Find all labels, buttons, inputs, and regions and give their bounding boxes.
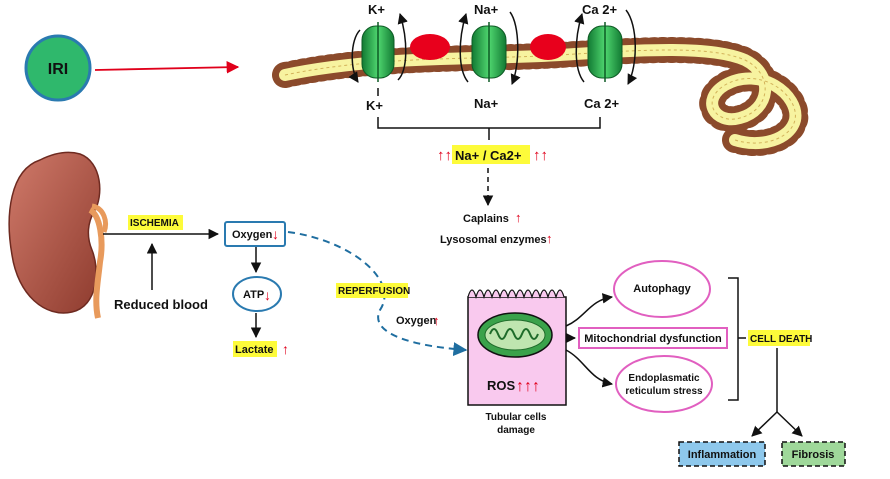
channel-ca-bottom-label: Ca 2+ [584,96,619,111]
channel-k-top-label: K+ [368,2,385,17]
fork-to-inflammation [751,411,778,437]
fibrosis-box [781,441,846,467]
er-stress-oval [615,355,713,413]
reperfusion-label: REPERFUSION [338,286,410,297]
mito-dysfunction-label: Mitochondrial dysfunction [584,333,722,345]
ros-label: ROS [487,378,516,393]
reduced-blood-label: Reduced blood [114,297,208,312]
lactate-highlight [233,341,277,357]
inflammation-label: Inflammation [688,449,757,461]
er-stress-label-line1: Endoplasmatic [628,373,700,384]
iri-arrow [94,60,240,74]
channel-k-bottom-label: K+ [366,98,383,113]
tubular-cell [467,289,567,406]
channel-na [458,11,521,85]
ros-up-arrows: ↑↑↑ [516,378,540,395]
inflammation-box [678,441,766,467]
ion-up-arrows-right: ↑↑ [533,147,548,164]
iri-label: IRI [48,61,68,78]
atp-oval [232,276,282,312]
atp-down-arrow: ↓ [264,287,271,303]
red-protein [530,34,566,60]
oxygen-box-label: Oxygen [232,229,273,241]
channel-ca-top-label: Ca 2+ [582,2,617,17]
tubular-label-line1: Tubular cells [486,412,547,423]
reperfusion-curve [287,231,468,357]
ion-up-arrows-left: ↑↑ [437,147,452,164]
cell-death-highlight [748,330,810,346]
autophagy-oval [613,260,711,318]
autophagy-label: Autophagy [633,283,691,295]
calpains-label: Caplains [463,213,509,225]
ion-summary-highlight [452,145,530,164]
cell-to-autophagy-arrow [565,293,614,327]
channel-na-top-label: Na+ [474,2,499,17]
cell-death-bracket [728,277,746,401]
ischemia-label: ISCHEMIA [130,218,179,229]
tubular-label-line2: damage [497,425,535,436]
oxygen-down-arrow: ↓ [272,226,279,242]
calpains-up-arrow: ↑ [515,210,522,225]
oxygen-reperfusion-label: Oxygen [396,315,437,327]
fibrosis-label: Fibrosis [792,449,835,461]
cell-to-er-arrow [565,349,614,388]
channel-na-bottom-label: Na+ [474,96,499,111]
er-stress-label-line2: reticulum stress [625,386,703,397]
oxygen-box [224,221,286,247]
cell-death-label: CELL DEATH [750,334,812,345]
channel-ca [574,9,638,85]
atp-label: ATP [243,289,264,301]
lactate-label: Lactate [235,344,274,356]
lactate-up-arrow: ↑ [282,341,289,357]
mito-dysfunction-box [578,327,728,349]
fork-to-fibrosis [776,411,803,437]
ion-summary-label: Na+ / Ca2+ [455,148,522,163]
lysosomal-label: Lysosomal enzymes [440,234,547,246]
iri-circle [24,34,92,102]
channel-brace [377,117,601,140]
kidney-illustration [8,151,108,319]
red-protein [410,34,450,60]
lysosomal-up-arrow: ↑ [546,231,553,246]
reperfusion-highlight [336,283,408,298]
ischemia-highlight [128,215,183,230]
channel-k [348,12,408,96]
oxygen-reperfusion-up-arrow: ↑ [433,313,440,328]
